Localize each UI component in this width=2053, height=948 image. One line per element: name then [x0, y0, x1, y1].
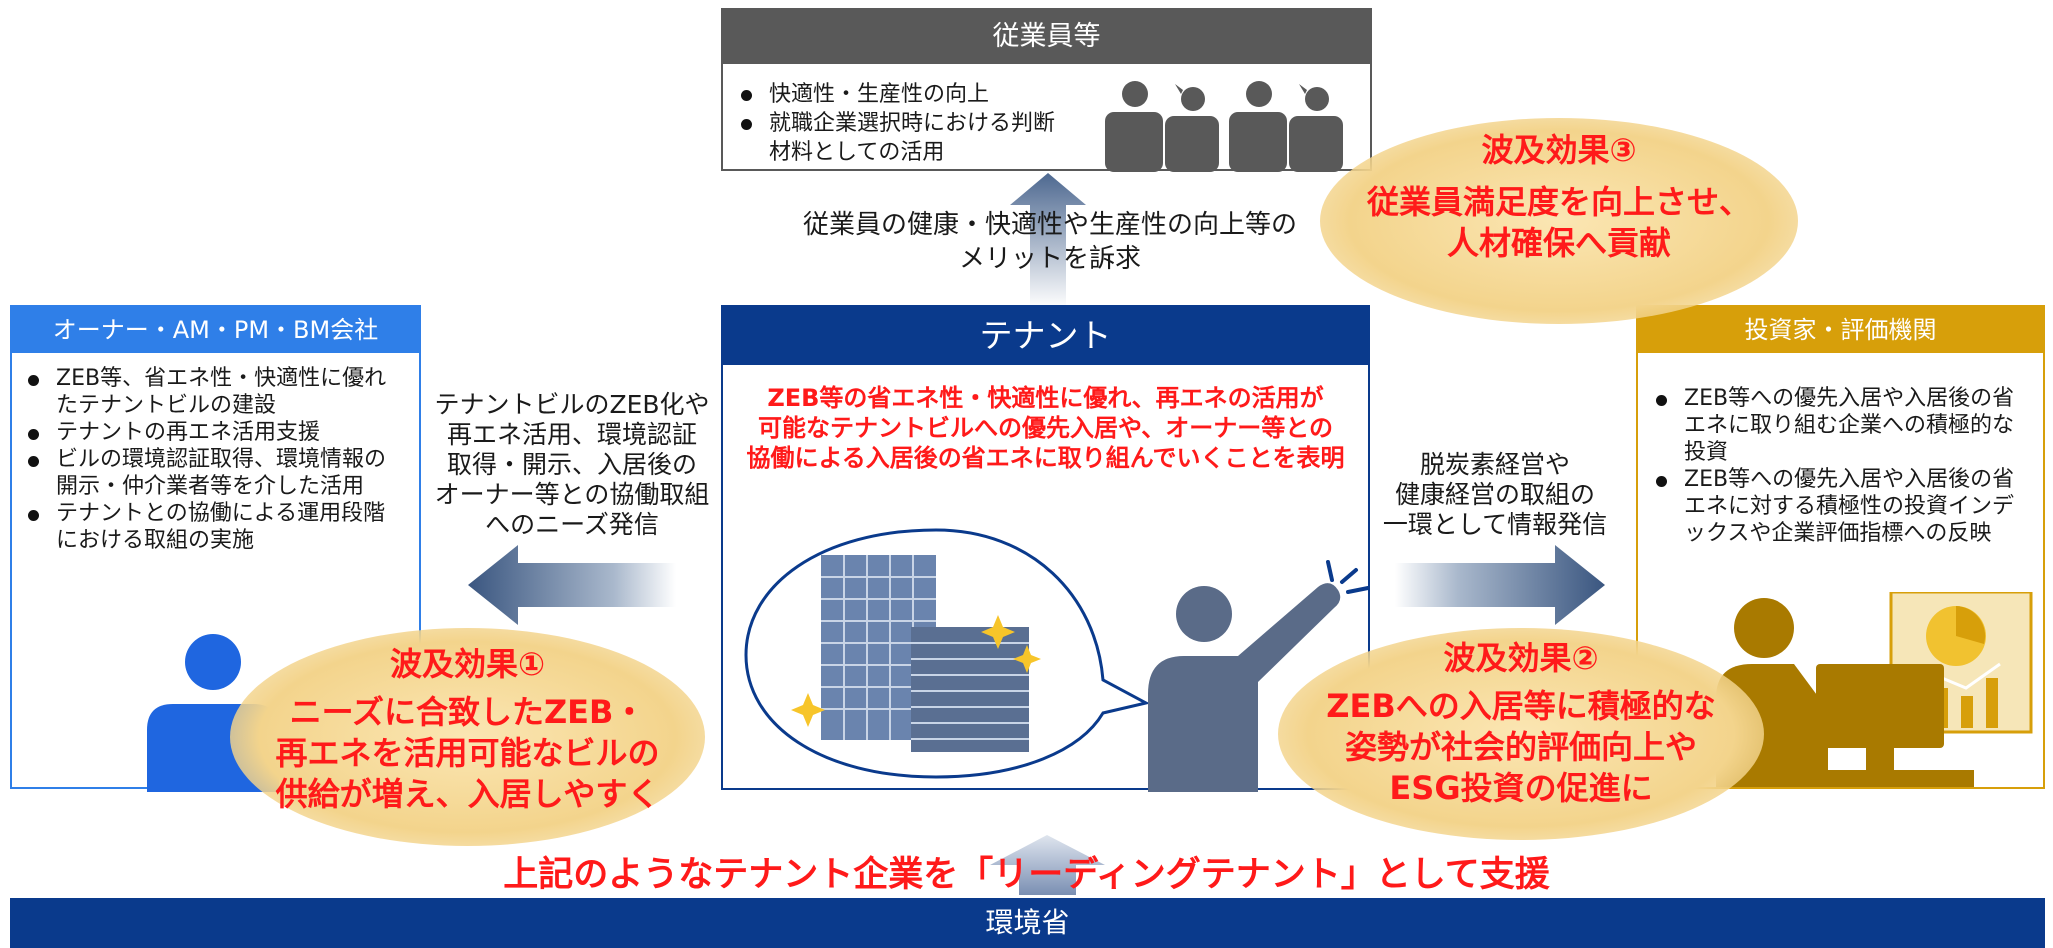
employees-title: 従業員等	[992, 21, 1101, 52]
tenant-statement: ZEB等の省エネ性・快適性に優れ、再エネの活用が 可能なテナントビルへの優先入居…	[746, 384, 1345, 472]
effect1-text: 波及効果① ニーズに合致したZEB・ 再エネを活用可能なビルの 供給が増え、入居…	[230, 642, 705, 815]
right-arrow-text: 脱炭素経営や 健康経営の取組の 一環として情報発信	[1382, 450, 1608, 539]
building-speech-bubble	[744, 528, 1151, 779]
employees-bullet: 快適性・生産性の向上	[735, 80, 1065, 109]
tenant-header: テナント	[723, 307, 1368, 365]
effect3-ellipse	[1320, 118, 1798, 324]
ministry-band: 環境省	[10, 898, 2045, 948]
investor-bullet: ZEB等への優先入居や入居後の省エネに取り組む企業への積極的な投資	[1650, 385, 2032, 466]
investor-box: 投資家・評価機関 ZEB等への優先入居や入居後の省エネに取り組む企業への積極的な…	[1636, 305, 2045, 789]
effect1-ellipse	[230, 628, 705, 846]
tenant-title: テナント	[979, 316, 1112, 355]
effect2-title: 波及効果②	[1443, 639, 1599, 677]
emphasis-marks-icon	[1326, 560, 1370, 594]
effect2-text: 波及効果② ZEBへの入居等に積極的な 姿勢が社会的評価向上や ESG投資の促進…	[1278, 636, 1764, 809]
up-arrow	[1010, 173, 1086, 308]
owner-bullet: ビルの環境認証取得、環境情報の開示・仲介業者等を介した活用	[22, 446, 406, 500]
up-arrow-text: 従業員の健康・快適性や生産性の向上等の メリットを訴求	[802, 210, 1297, 274]
effect3-text: 波及効果③ 従業員満足度を向上させ、 人材確保へ貢献	[1320, 128, 1798, 264]
left-arrow	[468, 545, 676, 625]
effect2-ellipse	[1278, 628, 1764, 840]
investor-bullets: ZEB等への優先入居や入居後の省エネに取り組む企業への積極的な投資 ZEB等への…	[1650, 385, 2032, 547]
tenant-box: テナント ZEB等の省エネ性・快適性に優れ、再エネの活用が 可能なテナントビルへ…	[721, 305, 1370, 792]
investor-title: 投資家・評価機関	[1744, 316, 1937, 344]
presenter-icon	[1148, 560, 1370, 792]
support-text: 上記のようなテナント企業を「リーディングテナント」として支援	[503, 855, 1550, 895]
support-arrow	[990, 835, 1105, 895]
owner-bullets: ZEB等、省エネ性・快適性に優れたテナントビルの建設 テナントの再エネ活用支援 …	[22, 365, 406, 554]
analyst-icon	[1716, 592, 2033, 787]
employees-icon	[1105, 81, 1343, 172]
employees-bullets: 快適性・生産性の向上 就職企業選択時における判断材料としての活用	[735, 80, 1065, 167]
owner-bullet: テナントの再エネ活用支援	[22, 419, 406, 446]
owner-title: オーナー・AM・PM・BM会社	[52, 316, 379, 344]
investor-bullet: ZEB等への優先入居や入居後の省エネに対する積極性の投資インデックスや企業評価指…	[1650, 466, 2032, 547]
investor-header: 投資家・評価機関	[1638, 307, 2043, 353]
employees-header: 従業員等	[723, 10, 1370, 64]
effect3-title: 波及効果③	[1481, 131, 1637, 169]
building-icon	[821, 555, 1029, 752]
employees-box: 従業員等 快適性・生産性の向上 就職企業選択時における判断材料としての活用	[721, 8, 1372, 172]
left-arrow-text: テナントビルのZEB化や 再エネ活用、環境認証 取得・開示、入居後の オーナー等…	[434, 390, 710, 539]
effect1-title: 波及効果①	[389, 645, 546, 683]
owner-bullet: テナントとの協働による運用段階における取組の実施	[22, 500, 406, 554]
owner-bullet: ZEB等、省エネ性・快適性に優れたテナントビルの建設	[22, 365, 406, 419]
right-arrow	[1395, 545, 1605, 625]
ministry-label: 環境省	[985, 906, 1070, 939]
employees-bullet: 就職企業選択時における判断材料としての活用	[735, 109, 1065, 167]
owner-header: オーナー・AM・PM・BM会社	[12, 307, 419, 353]
sparkle-icon	[791, 615, 1041, 727]
